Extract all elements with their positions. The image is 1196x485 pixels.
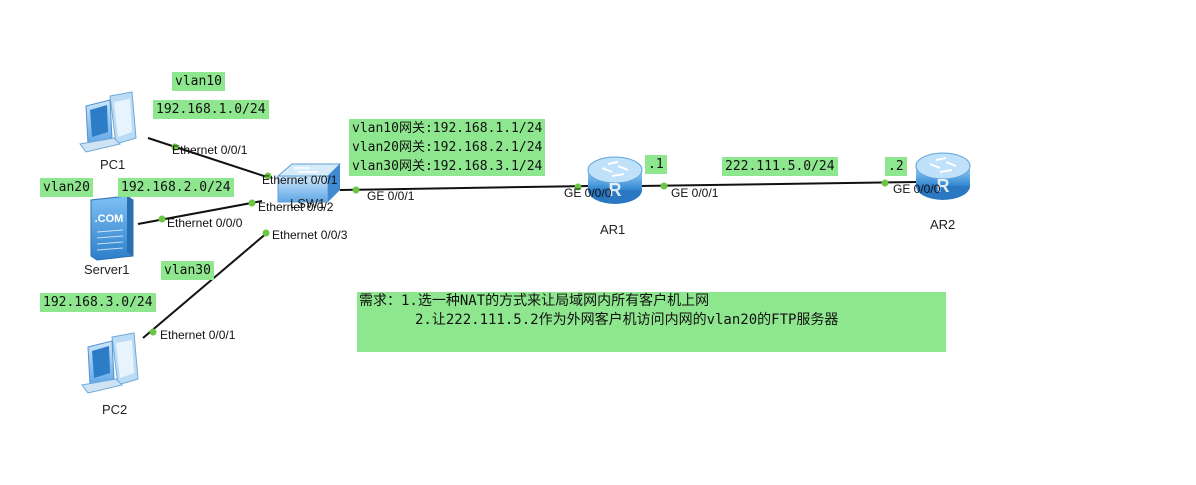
port-dot-ar1-ge1 <box>660 182 668 190</box>
svg-text:R: R <box>609 180 622 200</box>
port-label-sw-ge: GE 0/0/1 <box>367 189 415 203</box>
web-server-icon[interactable]: .COM <box>90 195 134 261</box>
port-dot-pc2 <box>149 328 157 336</box>
port-dot-sw-ge <box>352 186 360 194</box>
requirement-line-2: 2.让222.111.5.2作为外网客户机访问内网的vlan20的FTP服务器 <box>415 312 839 328</box>
port-dot-server1 <box>158 215 166 223</box>
link-pc2-switch <box>142 231 269 339</box>
device-name-switch: LSW1 <box>290 196 326 211</box>
port-label-server1: Ethernet 0/0/0 <box>167 216 243 230</box>
port-label-ar2-ge0: GE 0/0/0 <box>893 182 941 196</box>
link-ar1-ar2 <box>639 181 919 187</box>
vlan30-label: vlan30 <box>161 261 214 280</box>
port-label-pc1: Ethernet 0/0/1 <box>172 143 248 157</box>
device-name-ar1: AR1 <box>600 222 626 237</box>
link-switch-ar1 <box>339 185 591 191</box>
port-dot-ar1-ge0 <box>574 183 582 191</box>
vlan30-network-label: 192.168.3.0/24 <box>40 293 156 312</box>
port-dot-sw-e2 <box>248 199 256 207</box>
device-name-ar2: AR2 <box>930 217 956 232</box>
svg-text:R: R <box>937 176 950 196</box>
vlan10-label: vlan10 <box>172 72 225 91</box>
device-name-pc1: PC1 <box>100 157 126 172</box>
gateway-label-vlan30: vlan30网关:192.168.3.1/24 <box>349 157 546 176</box>
gateway-label-vlan20: vlan20网关:192.168.2.1/24 <box>349 138 546 157</box>
port-dot-ar2-ge0 <box>881 179 889 187</box>
link-pc1-switch <box>147 137 271 179</box>
port-label-sw-e1: Ethernet 0/0/1 <box>262 173 338 187</box>
port-label-ar1-ge0: GE 0/0/0 <box>564 186 612 200</box>
port-dot-sw-e3 <box>262 229 270 237</box>
ethernet-switch-icon[interactable] <box>276 163 342 203</box>
vlan20-network-label: 192.168.2.0/24 <box>118 178 234 197</box>
desktop-computer-icon[interactable] <box>81 332 139 394</box>
router-icon[interactable]: R <box>587 156 643 204</box>
server-badge-text: .COM <box>95 213 124 225</box>
port-label-sw-e3: Ethernet 0/0/3 <box>272 228 348 242</box>
port-dot-sw-e1 <box>264 172 272 180</box>
wan-network-label: 222.111.5.0/24 <box>722 157 838 176</box>
vlan10-network-label: 192.168.1.0/24 <box>153 100 269 119</box>
requirements-note: 需求：1.选一种NAT的方式来让局域网内所有客户机上网 2.让222.111.5… <box>357 292 946 352</box>
vlan20-label: vlan20 <box>40 178 93 197</box>
link-server1-switch <box>137 200 263 225</box>
port-dot-pc1 <box>171 143 179 151</box>
router-icon[interactable]: R <box>915 152 971 200</box>
port-label-ar1-ge1: GE 0/0/1 <box>671 186 719 200</box>
ar2-host-label: .2 <box>885 157 907 176</box>
device-name-pc2: PC2 <box>102 402 128 417</box>
port-label-sw-e2: Ethernet 0/0/2 <box>258 200 334 214</box>
ar1-host-label: .1 <box>645 155 667 174</box>
links <box>137 137 919 339</box>
desktop-computer-icon[interactable] <box>79 91 137 153</box>
requirement-line-1: 需求：1.选一种NAT的方式来让局域网内所有客户机上网 <box>359 293 710 309</box>
device-name-server1: Server1 <box>84 262 130 277</box>
port-dots <box>149 143 889 336</box>
gateway-label-vlan10: vlan10网关:192.168.1.1/24 <box>349 119 546 138</box>
port-label-pc2: Ethernet 0/0/1 <box>160 328 236 342</box>
